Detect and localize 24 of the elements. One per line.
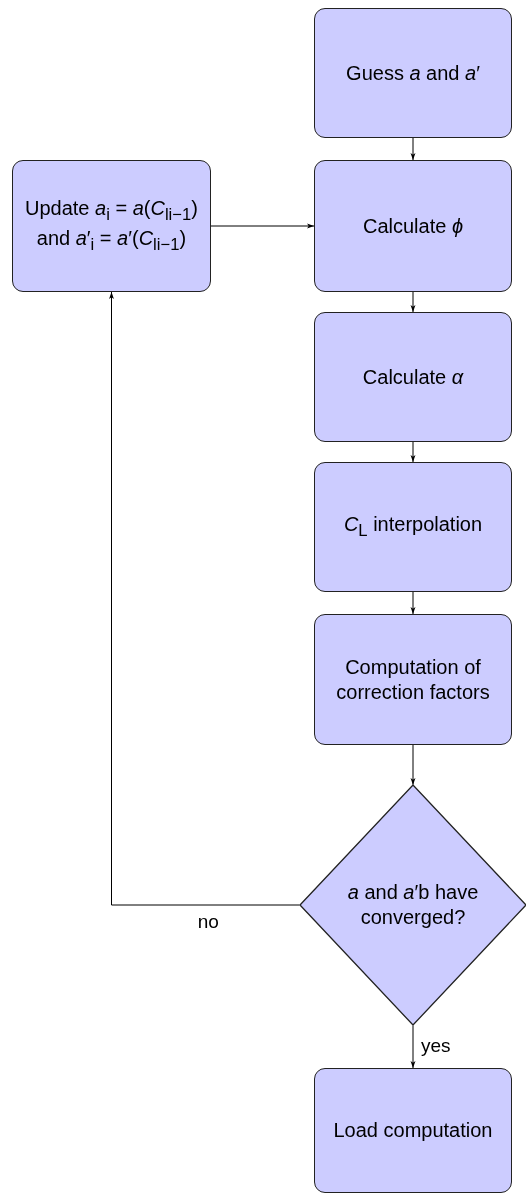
node-text: C$_{L}$ interpolation xyxy=(343,512,483,542)
process-box xyxy=(314,160,512,292)
arrow xyxy=(410,137,416,161)
arrow xyxy=(410,291,416,313)
arrow xyxy=(410,744,416,786)
node-text: a and a′b have converged? xyxy=(346,880,480,930)
arrow xyxy=(109,291,301,906)
node-text: Update a$_{i}$ = a(C$_{li−1}$) and a′$_{i}$ = a′(C$_{li−1}$) xyxy=(24,196,199,256)
arrow xyxy=(410,441,416,463)
node-text: Guess a and a′ xyxy=(346,60,480,86)
process-box xyxy=(314,1068,512,1193)
arrow xyxy=(210,223,315,229)
node-text: Calculate ϕ xyxy=(362,213,464,239)
process-box xyxy=(314,614,512,745)
process-box xyxy=(12,160,211,292)
process-box xyxy=(314,462,512,592)
node-text: Calculate α xyxy=(362,364,464,390)
process-box xyxy=(314,312,512,442)
node-text: Load computation xyxy=(333,1118,493,1143)
decision-diamond xyxy=(300,785,526,1025)
arrow xyxy=(410,1024,416,1069)
node-text: Computation of correction factors xyxy=(335,654,491,705)
process-box xyxy=(314,8,512,138)
arrow xyxy=(410,591,416,615)
